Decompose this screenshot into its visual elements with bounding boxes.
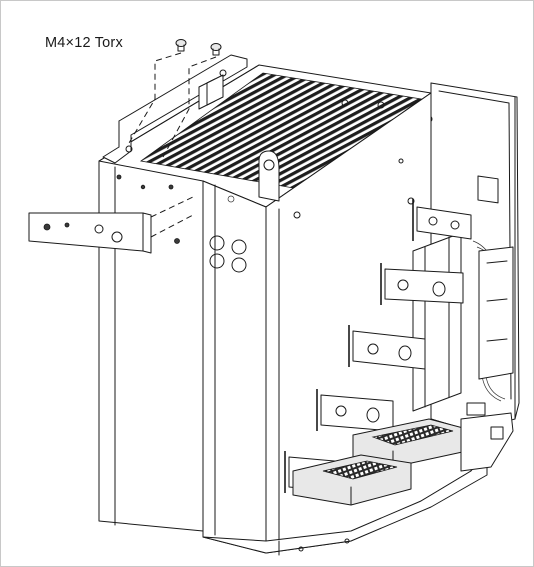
detached-mounting-bracket (28, 196, 194, 254)
heatsink-fins (139, 72, 423, 190)
lifting-eye (258, 150, 280, 202)
torx-screw-2 (162, 43, 222, 158)
front-panel (202, 180, 267, 554)
terminal-block-upper (352, 418, 468, 468)
cable-loom (472, 240, 514, 402)
top-deck (98, 54, 432, 208)
torx-screw-1 (128, 39, 187, 144)
screw-callout-label: M4×12 Torx (45, 35, 123, 51)
terminal-block-lower (292, 454, 412, 506)
busbar-3 (348, 325, 426, 370)
bus-duct (412, 232, 462, 412)
bottom-base (202, 402, 514, 556)
busbar-1 (412, 199, 472, 241)
busbar-2 (380, 263, 464, 305)
